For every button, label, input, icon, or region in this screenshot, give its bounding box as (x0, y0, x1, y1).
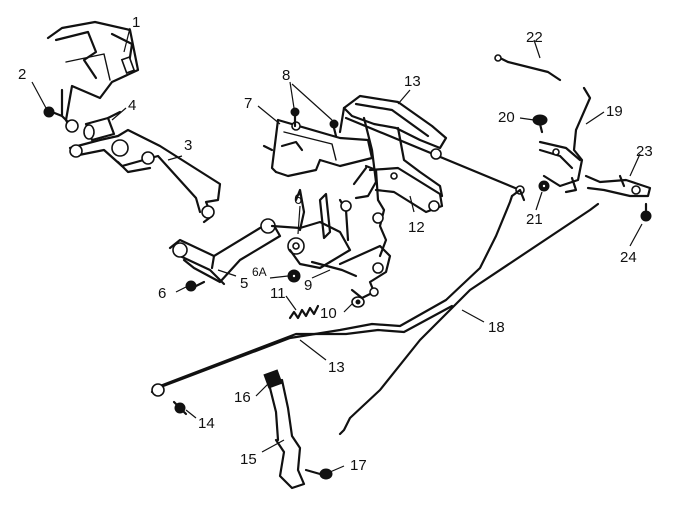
label-22: 22 (526, 29, 543, 46)
label-20: 20 (498, 109, 515, 126)
label-12: 12 (408, 219, 425, 236)
part-13-long-rod (150, 188, 526, 397)
part-4-pin (83, 110, 122, 142)
label-16: 16 (234, 389, 251, 406)
label-23: 23 (636, 143, 653, 160)
label-6A: 6A (252, 265, 267, 279)
label-15: 15 (240, 451, 257, 468)
label-18: 18 (488, 319, 505, 336)
part-15-lever (263, 369, 306, 490)
part-17-screw (304, 468, 333, 480)
label-13-bottom: 13 (328, 359, 345, 376)
part-1-bracket (46, 20, 140, 130)
label-6-center: 6 (294, 191, 302, 208)
label-11: 11 (270, 285, 286, 302)
part-6-bolt-left (185, 280, 206, 292)
part-24-nut (640, 202, 652, 222)
part-10-washer (351, 296, 365, 308)
label-6-left: 6 (158, 285, 166, 302)
label-3: 3 (184, 137, 192, 154)
part-23-lever (584, 174, 652, 198)
part-7-bracket (262, 118, 374, 178)
label-10: 10 (320, 305, 337, 322)
callout-labels: 1 2 4 3 7 8 13 6 12 5 6 6A 9 11 10 13 18… (18, 14, 653, 474)
part-12-plate (368, 166, 444, 214)
part-8-screws (290, 107, 339, 138)
label-2: 2 (18, 66, 26, 83)
label-9: 9 (304, 277, 312, 294)
label-21: 21 (526, 211, 543, 228)
part-19-bracket (538, 86, 592, 194)
part-11-spring (288, 304, 320, 320)
part-20-screw (532, 114, 548, 134)
label-5: 5 (240, 275, 248, 292)
part-6A-nut (287, 269, 301, 283)
part-2-screw (43, 106, 79, 133)
leader-lines (31, 27, 643, 473)
part-14-screw (172, 400, 188, 416)
label-24: 24 (620, 249, 637, 266)
label-8: 8 (282, 67, 290, 84)
part-22-rod (494, 54, 562, 82)
part-18-wire (338, 202, 600, 436)
label-1: 1 (132, 14, 140, 31)
label-14: 14 (198, 415, 215, 432)
part-3-lever (68, 128, 222, 224)
part-5-lever (168, 218, 282, 286)
part-21-nut (538, 180, 550, 192)
label-7: 7 (244, 95, 252, 112)
part-6-center (270, 188, 352, 270)
label-4: 4 (128, 97, 136, 114)
part-9-lever (310, 164, 392, 300)
label-17: 17 (350, 457, 367, 474)
label-19: 19 (606, 103, 623, 120)
label-13-top: 13 (404, 73, 421, 90)
